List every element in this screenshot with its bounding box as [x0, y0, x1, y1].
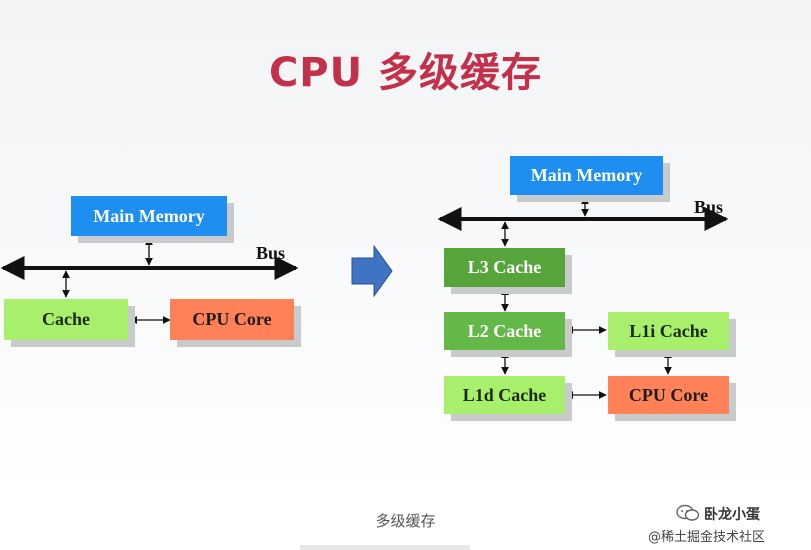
watermark-site: @稀土掘金技术社区	[648, 530, 766, 545]
left-bus-label: Bus	[256, 243, 286, 263]
watermark: 卧龙小蛋 @稀土掘金技术社区	[648, 500, 808, 548]
right-main-memory-box: Main Memory	[510, 156, 663, 195]
bottom-bar	[300, 545, 470, 550]
l2-cache-box: L2 Cache	[444, 312, 565, 350]
transition-arrow-icon	[351, 244, 393, 298]
slide: CPU 多级缓存 Main Memory	[0, 0, 811, 495]
left-main-memory-box: Main Memory	[71, 196, 227, 236]
wechat-icon	[676, 504, 700, 521]
left-cache-box: Cache	[4, 299, 128, 340]
page-title: CPU 多级缓存	[268, 50, 543, 96]
watermark-name: 卧龙小蛋	[704, 507, 760, 523]
connectors	[0, 196, 729, 399]
image-caption: 多级缓存	[375, 512, 436, 530]
l1i-cache-box: L1i Cache	[608, 312, 729, 350]
left-cpu-core-box: CPU Core	[170, 299, 294, 340]
l3-cache-box: L3 Cache	[444, 248, 565, 287]
l1d-cache-box: L1d Cache	[444, 376, 565, 414]
right-cpu-core-box: CPU Core	[608, 376, 729, 414]
right-bus-label: Bus	[694, 197, 724, 217]
